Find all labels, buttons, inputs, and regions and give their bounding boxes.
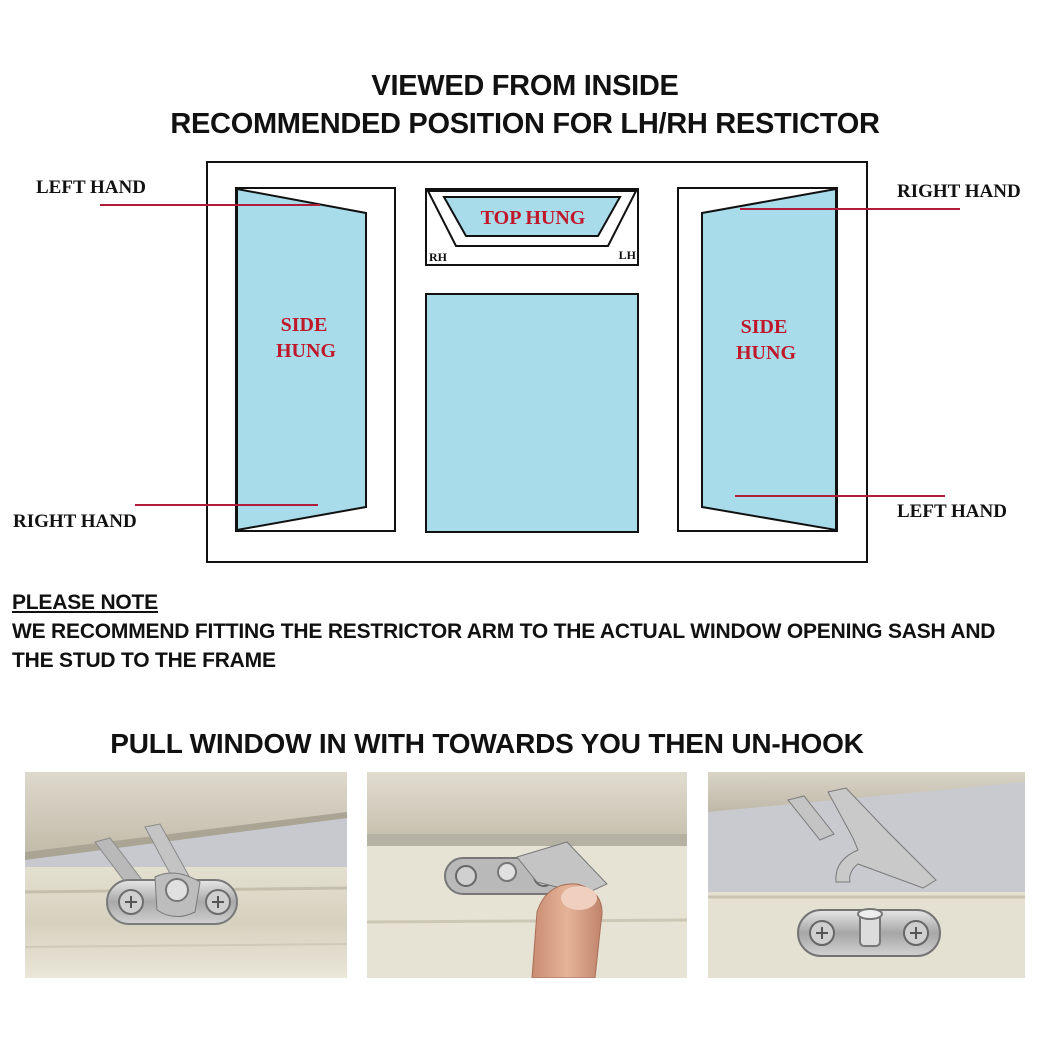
note-line-2: THE STUD TO THE FRAME <box>12 649 276 672</box>
callout-right-bottom: LEFT HAND <box>897 501 1007 522</box>
note-heading: PLEASE NOTE <box>12 591 158 614</box>
left-sash-glass <box>236 187 367 532</box>
centre-fixed-glass <box>425 293 639 533</box>
note-line-1: WE RECOMMEND FITTING THE RESTRICTOR ARM … <box>12 620 996 643</box>
top-hung-label: TOP HUNG <box>481 207 586 229</box>
top-hung-lh-corner: LH <box>619 248 637 262</box>
right-window-label-2: HUNG <box>736 342 796 364</box>
title-line-1: VIEWED FROM INSIDE <box>371 70 679 102</box>
note-block: PLEASE NOTE WE RECOMMEND FITTING THE RES… <box>12 588 995 675</box>
photo-finger-pressing-catch <box>367 772 687 978</box>
top-hung-glass <box>442 196 622 237</box>
callout-left-bottom: RIGHT HAND <box>13 511 137 532</box>
top-hung-outer-line <box>426 190 638 247</box>
callout-right-top: RIGHT HAND <box>897 181 1021 202</box>
right-sash-glass <box>701 187 837 532</box>
left-window-label-2: HUNG <box>276 340 336 362</box>
top-hung-rh-corner: RH <box>429 250 448 264</box>
right-window-label-1: SIDE <box>741 316 788 338</box>
left-window-label-1: SIDE <box>281 314 328 336</box>
instruction-heading: PULL WINDOW IN WITH TOWARDS YOU THEN UN-… <box>110 728 864 759</box>
photo-restrictor-hooked <box>25 772 347 978</box>
callout-left-top: LEFT HAND <box>36 177 146 198</box>
title-line-2: RECOMMENDED POSITION FOR LH/RH RESTICTOR <box>170 108 880 140</box>
window-diagram: SIDE HUNG SIDE HUNG TOP HUNG RH LH <box>100 161 960 563</box>
photo-restrictor-unhooked <box>708 772 1025 978</box>
